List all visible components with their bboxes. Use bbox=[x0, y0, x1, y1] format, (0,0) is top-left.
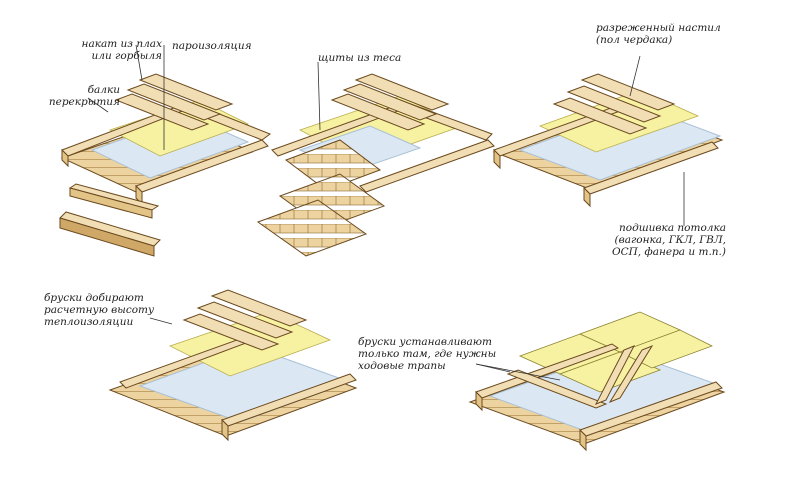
label-sparse-deck: разреженный настил (пол чердака) bbox=[596, 22, 721, 46]
floor-board bbox=[210, 289, 308, 327]
floor-board bbox=[182, 313, 280, 351]
floor-board bbox=[196, 301, 294, 339]
ceiling-beam bbox=[579, 428, 587, 452]
panel-ceiling-with-nakat bbox=[59, 44, 272, 257]
ceiling-beam bbox=[493, 148, 501, 170]
loose-slab bbox=[59, 217, 155, 257]
floor-board bbox=[552, 97, 648, 135]
floor-board bbox=[342, 83, 438, 121]
label-vapor-barrier: пароизоляция bbox=[172, 40, 252, 52]
label-walkway-bars: бруски устанавливают только там, где нуж… bbox=[358, 336, 497, 372]
label-bars-for-height: бруски добирают расчетную высоту теплоиз… bbox=[44, 292, 155, 328]
board-shield bbox=[256, 199, 368, 257]
ceiling-beam bbox=[583, 186, 591, 208]
board-shield bbox=[284, 139, 382, 191]
walkway-bar bbox=[594, 345, 636, 405]
ceiling-beam bbox=[475, 390, 483, 412]
floor-board bbox=[330, 93, 426, 131]
label-ceiling-lining: подшивка потолка (вагонка, ГКЛ, ГВЛ, ОСП… bbox=[612, 222, 726, 258]
loose-plank bbox=[69, 187, 153, 219]
ceiling-beam bbox=[61, 148, 69, 168]
ceiling-beam bbox=[221, 418, 229, 442]
panel-ceiling-with-shields bbox=[256, 61, 495, 257]
label-nakat: накат из плах или горбыля bbox=[81, 38, 162, 62]
floor-board bbox=[126, 83, 222, 121]
walkway-bar bbox=[608, 344, 654, 404]
floor-board bbox=[114, 93, 210, 131]
floor-board bbox=[566, 85, 662, 123]
floor-board bbox=[138, 73, 234, 111]
panel-walkway-bars bbox=[468, 311, 726, 452]
floor-board bbox=[354, 73, 450, 111]
ceiling-beam bbox=[359, 139, 495, 193]
label-beams: балки перекрытия bbox=[48, 84, 120, 108]
panel-sparse-deck bbox=[492, 55, 724, 226]
panel-bars-for-insulation bbox=[108, 289, 358, 442]
label-board-shields: щиты из теса bbox=[318, 52, 402, 64]
floor-board bbox=[580, 73, 676, 111]
